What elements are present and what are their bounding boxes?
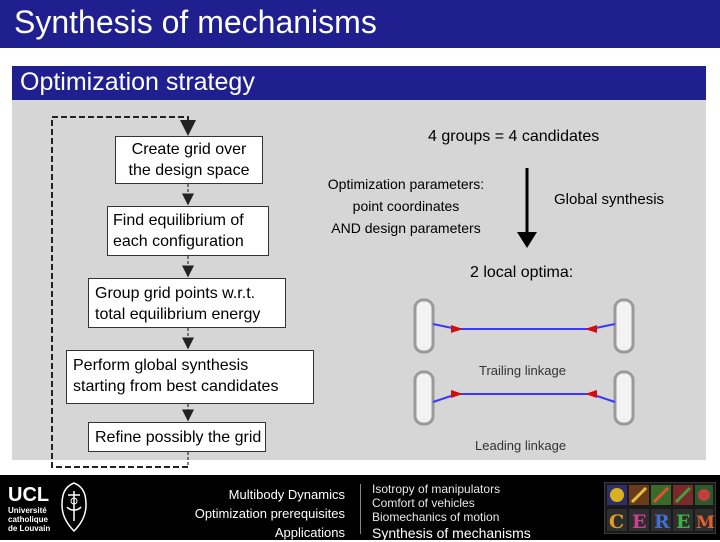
cerem-logo: C E R E M	[604, 482, 716, 534]
trailing-linkage-label: Trailing linkage	[479, 363, 566, 378]
topic-item-comfort[interactable]: Comfort of vehicles	[372, 496, 475, 510]
ucl-crest-icon	[61, 482, 87, 533]
optimization-parameters-heading: Optimization parameters:	[327, 176, 485, 192]
leading-joint-left	[451, 390, 463, 398]
loop-back-arrow	[51, 116, 196, 468]
groups-candidates-text: 4 groups = 4 candidates	[428, 128, 600, 145]
footer-divider	[360, 484, 361, 534]
topic-item-current[interactable]: Synthesis of mechanisms	[372, 525, 531, 541]
linkage-illustration: Trailing linkage Leading linkage	[413, 298, 635, 453]
trailing-joint-left	[451, 325, 463, 333]
step-group-points: Group grid points w.r.t. total equilibri…	[88, 278, 286, 328]
step-create-grid-line1: Create grid over	[131, 141, 247, 158]
step-refine-grid: Refine possibly the grid	[88, 422, 266, 452]
ucl-wordmark: UCL	[8, 484, 49, 506]
course-item-multibody[interactable]: Multibody Dynamics	[228, 487, 345, 502]
section-title: Optimization strategy	[20, 68, 255, 96]
wheel-left-bottom	[413, 370, 435, 426]
step-find-equilibrium: Find equilibrium of each configuration	[107, 206, 269, 256]
step-group-points-line2: total equilibrium energy	[95, 306, 261, 323]
global-synthesis-label: Global synthesis	[554, 191, 665, 208]
university-line1: Université	[8, 506, 47, 515]
optimization-parameters-line2: point coordinates	[352, 198, 460, 214]
step-global-synthesis-line2: starting from best candidates	[73, 378, 279, 395]
wheel-left-top	[413, 298, 435, 354]
wheel-right-top	[613, 298, 635, 354]
synthesis-arrow-head	[517, 232, 537, 248]
cerem-letter-c: C	[609, 511, 624, 533]
step-group-points-line1: Group grid points w.r.t.	[95, 285, 256, 302]
trailing-joint-right	[585, 325, 597, 333]
step-global-synthesis-line1: Perform global synthesis	[73, 357, 249, 374]
cerem-letter-e2: E	[676, 511, 690, 533]
cerem-letter-e1: E	[632, 511, 646, 533]
ucl-logo: UCL Université catholique de Louvain	[8, 484, 50, 533]
step-create-grid-line2: the design space	[128, 162, 250, 179]
step-refine-grid-text: Refine possibly the grid	[95, 429, 262, 446]
topics-menu: Isotropy of manipulators Comfort of vehi…	[372, 482, 531, 542]
title-bar: Synthesis of mechanisms	[0, 0, 720, 48]
leading-linkage-label: Leading linkage	[475, 438, 566, 453]
university-line3: de Louvain	[8, 524, 50, 533]
step-global-synthesis: Perform global synthesis starting from b…	[66, 350, 314, 404]
topic-item-isotropy[interactable]: Isotropy of manipulators	[372, 482, 501, 496]
cerem-letter-m: M	[696, 513, 715, 533]
cerem-letter-r: R	[654, 511, 670, 533]
university-line2: catholique	[8, 515, 49, 524]
flowchart-connectors	[51, 116, 537, 468]
course-item-optimization[interactable]: Optimization prerequisites	[194, 506, 345, 521]
step-create-grid: Create grid over the design space	[115, 136, 263, 184]
step-find-equilibrium-line2: each configuration	[113, 233, 244, 250]
leading-joint-right	[585, 390, 597, 398]
wheel-right-bottom	[613, 370, 635, 426]
subtitle-bar: Optimization strategy	[12, 66, 706, 100]
optimization-parameters-line3: AND design parameters	[331, 220, 481, 236]
course-item-applications[interactable]: Applications	[274, 525, 345, 540]
page-title: Synthesis of mechanisms	[14, 4, 377, 40]
step-find-equilibrium-line1: Find equilibrium of	[113, 212, 244, 229]
course-menu: Multibody Dynamics Optimization prerequi…	[150, 485, 345, 542]
optimization-parameters: Optimization parameters: point coordinat…	[306, 173, 506, 239]
local-optima-label: 2 local optima:	[470, 264, 574, 281]
topic-item-biomechanics[interactable]: Biomechanics of motion	[372, 510, 500, 524]
